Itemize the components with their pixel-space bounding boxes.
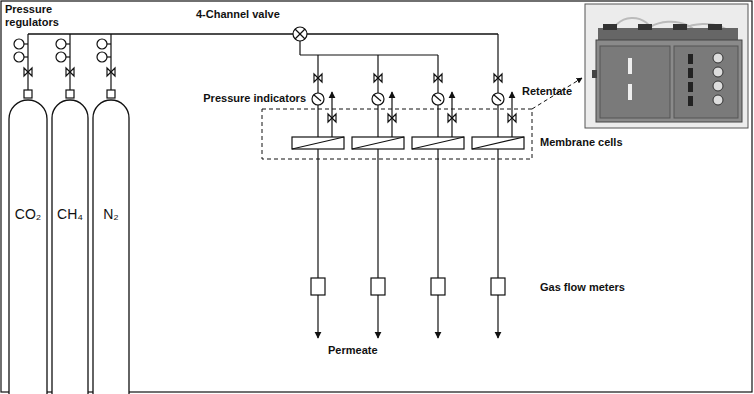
part-label: Membrane cells — [540, 136, 623, 149]
retentate-lines — [328, 92, 516, 137]
gas-cylinder: CH₄ — [51, 98, 89, 394]
flow-meters — [311, 149, 505, 338]
device-photo — [585, 4, 748, 128]
four-channel-valve — [293, 27, 438, 55]
flow-label: Retentate — [522, 85, 572, 98]
part-label: 4-Channel valve — [196, 8, 280, 21]
note-label: Pressure regulators — [5, 3, 67, 29]
gas-name: N₂ — [92, 98, 130, 222]
membrane-cells — [292, 137, 524, 149]
gas-cylinder: CO₂ — [8, 98, 48, 394]
cylinder-outline — [8, 98, 48, 394]
flow-label: Permeate — [328, 344, 378, 357]
branch-lines — [312, 34, 504, 137]
gas-cylinder: N₂ — [92, 98, 130, 394]
part-label: Pressure indicators — [203, 92, 306, 105]
cylinder-outline — [92, 98, 130, 394]
gas-name: CO₂ — [8, 98, 48, 222]
regulators — [14, 34, 115, 98]
cylinder-outline — [51, 98, 89, 394]
dashed-enclosure — [262, 109, 532, 159]
gas-name: CH₄ — [51, 98, 89, 222]
part-label: Gas flow meters — [540, 281, 625, 294]
